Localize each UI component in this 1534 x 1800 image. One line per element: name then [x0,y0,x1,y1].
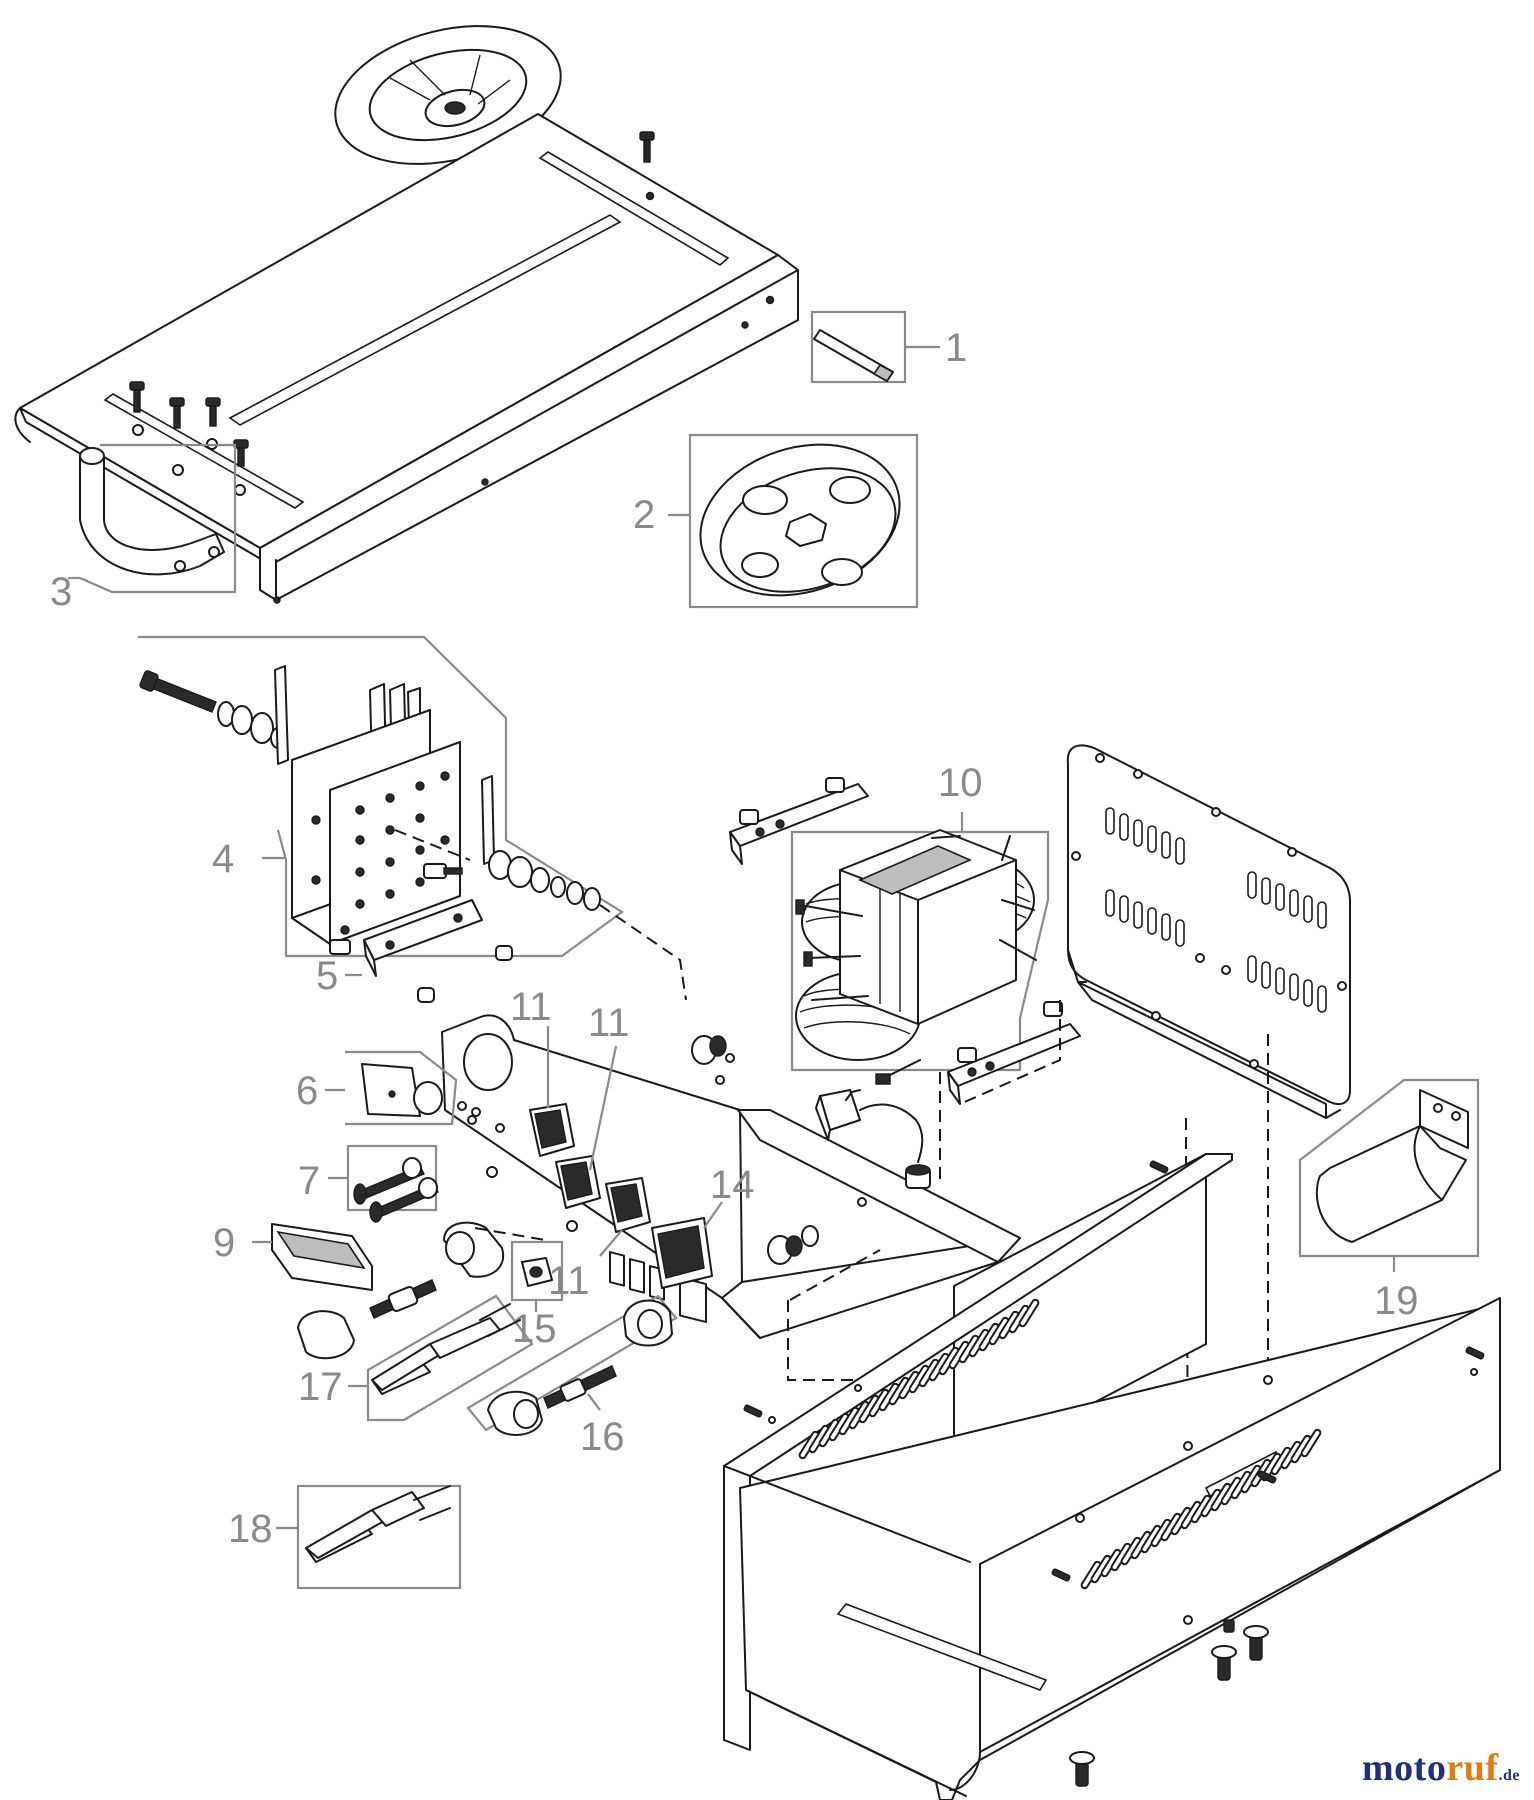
housing-front-vents [1080,1428,1322,1590]
callout-3: 3 [50,570,72,614]
callout-5: 5 [316,954,338,998]
callout-14: 14 [710,1163,755,1207]
callout-7: 7 [298,1159,320,1203]
callout-17: 17 [298,1365,343,1409]
part-3-handle: 3 [50,443,237,614]
callout-11-a: 11 [510,985,552,1029]
plate-screws [129,131,655,467]
part-10-transformer: 10 [729,761,1081,1105]
rocker-switches [529,1103,713,1289]
callout-4: 4 [212,837,234,881]
logo-text-ruf: ruf [1446,1747,1499,1789]
motoruf-logo: motoruf.de [1362,1746,1520,1790]
threaded-fuse-parts: 15 [297,1221,564,1360]
part-16-fuse-holder: 16 [466,1294,678,1459]
rear-panel [1066,744,1351,1119]
callout-15: 15 [512,1307,557,1351]
rear-wheel [334,25,562,165]
switch-callouts: 11 11 11 14 [510,985,755,1303]
callout-19: 19 [1374,1279,1419,1323]
part-4-rectifier-assembly: 4 [138,635,624,958]
callout-18: 18 [228,1507,273,1551]
housing-top-vents [798,1298,1040,1460]
part-5-shunt-bar: 5 [316,899,687,1003]
callout-9: 9 [213,1221,235,1265]
logo-text-de: .de [1498,1767,1520,1784]
part-2-wheel: 2 [633,433,919,609]
callout-16: 16 [580,1415,625,1459]
logo-text-moto: moto [1362,1747,1447,1789]
part-9-fuse-block: 9 [213,1221,373,1291]
callout-11-c: 11 [548,1259,590,1303]
housing-screws [743,1160,1485,1582]
housing-feet [1069,1619,1269,1787]
part-17-clamp-red: 17 [298,1294,534,1422]
base-plate [14,25,799,604]
callout-11-b: 11 [588,1001,630,1045]
part-6-gauge: 6 [296,1050,458,1126]
main-housing [723,1000,1501,1800]
part-7-bolts: 7 [298,1144,439,1223]
power-cord [815,1089,931,1189]
rear-panel-vents [1105,807,1327,1013]
callout-1: 1 [945,326,967,370]
callout-10: 10 [938,761,983,805]
callout-2: 2 [633,493,655,537]
callout-6: 6 [296,1069,318,1113]
part-18-clamp-black: 18 [228,1484,462,1590]
part-1-axle-pin: 1 [810,310,967,384]
part-19-bracket: 19 [1298,1078,1480,1323]
